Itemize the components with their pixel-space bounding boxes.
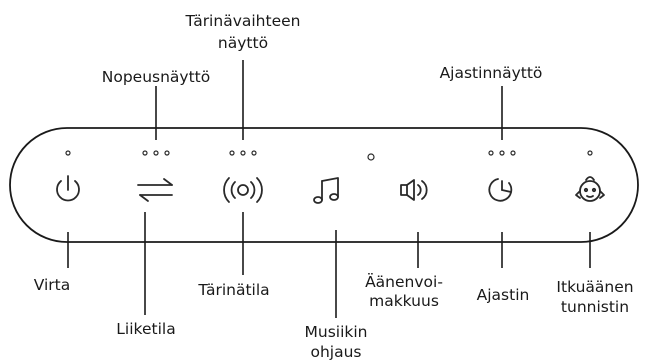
vibration-indicator-dots bbox=[229, 150, 257, 156]
volume-label-line2: makkuus bbox=[369, 292, 439, 310]
power-indicator-dot bbox=[65, 150, 71, 156]
timer-icon[interactable] bbox=[488, 178, 513, 202]
vibration-display-label-line2: näyttö bbox=[218, 34, 268, 52]
motion-arrows-icon[interactable] bbox=[137, 178, 173, 202]
panel-outline bbox=[9, 127, 639, 243]
music-note-icon[interactable] bbox=[313, 177, 339, 204]
power-icon[interactable] bbox=[56, 175, 80, 202]
timer-label: Ajastin bbox=[477, 286, 530, 304]
speaker-icon[interactable] bbox=[400, 179, 428, 201]
music-label-line2: ohjaus bbox=[310, 343, 361, 361]
vibration-display-label-line1: Tärinävaihteen bbox=[185, 12, 301, 30]
cry-indicator-dot bbox=[587, 150, 593, 156]
speed-display-label: Nopeusnäyttö bbox=[102, 68, 211, 86]
vibration-label: Tärinätila bbox=[197, 281, 269, 299]
vibration-icon[interactable] bbox=[223, 177, 263, 203]
music-label-line1: Musiikin bbox=[305, 323, 368, 341]
callout-lines bbox=[67, 60, 591, 318]
timer-indicator-dots bbox=[488, 150, 516, 156]
cry-label-line2: tunnistin bbox=[561, 298, 629, 316]
cry-label-line1: Itkuäänen bbox=[556, 278, 633, 296]
volume-label-line1: Äänenvoi- bbox=[365, 272, 443, 291]
baby-face-icon[interactable] bbox=[575, 176, 605, 202]
power-label: Virta bbox=[34, 276, 71, 294]
timer-display-label: Ajastinnäyttö bbox=[440, 64, 543, 82]
indicator-dots bbox=[65, 150, 593, 161]
center-indicator-dot bbox=[367, 153, 375, 161]
speed-indicator-dots bbox=[142, 150, 170, 156]
motion-label: Liiketila bbox=[116, 320, 175, 338]
